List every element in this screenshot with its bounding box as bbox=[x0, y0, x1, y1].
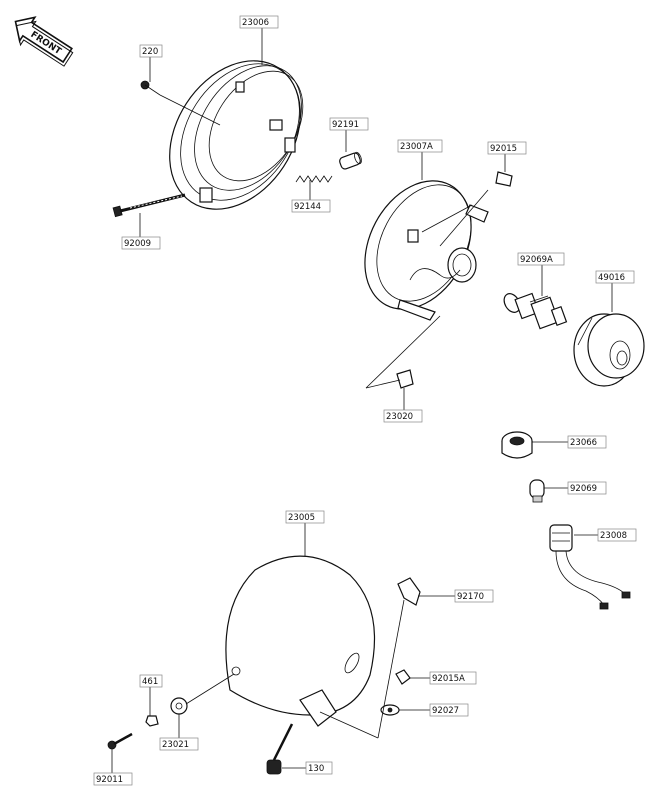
callout-92009[interactable]: 92009 bbox=[121, 236, 161, 250]
callout-92027[interactable]: 92027 bbox=[429, 703, 469, 717]
callout-130[interactable]: 130 bbox=[305, 761, 333, 775]
bracket-92170-drawing bbox=[397, 577, 421, 606]
leader-lines bbox=[111, 26, 613, 773]
collar-92191-drawing bbox=[339, 151, 362, 170]
socket-23008-drawing bbox=[549, 524, 631, 610]
nut-461-drawing bbox=[145, 715, 159, 727]
callout-92191[interactable]: 92191 bbox=[329, 117, 369, 131]
callout-92069[interactable]: 92069 bbox=[567, 481, 607, 495]
callout-92191-text: 92191 bbox=[332, 120, 359, 130]
callout-23005[interactable]: 23005 bbox=[285, 510, 325, 524]
callout-23066-text: 23066 bbox=[570, 438, 597, 448]
grommet-23066-drawing bbox=[501, 431, 533, 459]
bulb-92069A-drawing bbox=[503, 292, 568, 330]
bulb-92069-drawing bbox=[529, 479, 545, 503]
clip-92015-drawing bbox=[495, 171, 513, 187]
callout-23005-text: 23005 bbox=[288, 513, 315, 523]
screw-92009-drawing bbox=[112, 193, 186, 218]
callout-92027-text: 92027 bbox=[432, 706, 459, 716]
callout-92069-text: 92069 bbox=[570, 484, 597, 494]
callout-220[interactable]: 220 bbox=[139, 44, 163, 58]
callout-23008[interactable]: 23008 bbox=[597, 528, 637, 542]
callout-23021[interactable]: 23021 bbox=[159, 737, 199, 751]
clip-23020-drawing bbox=[365, 315, 441, 389]
front-arrow-icon: FRONT bbox=[14, 16, 74, 67]
spring-92144-drawing bbox=[295, 175, 333, 183]
callout-23007A[interactable]: 23007A bbox=[397, 139, 443, 153]
callout-130-text: 130 bbox=[308, 764, 324, 774]
callout-23007A-text: 23007A bbox=[400, 142, 433, 152]
callout-92011-text: 92011 bbox=[96, 775, 123, 785]
callout-92170[interactable]: 92170 bbox=[454, 589, 494, 603]
callout-49016-text: 49016 bbox=[598, 273, 625, 283]
callout-220-text: 220 bbox=[142, 47, 158, 57]
callout-461-text: 461 bbox=[142, 677, 158, 687]
headlight-rim-23006-drawing bbox=[169, 60, 304, 210]
bolt-130-drawing bbox=[266, 723, 294, 775]
screw-92011-drawing bbox=[107, 732, 133, 750]
callout-92170-text: 92170 bbox=[457, 592, 484, 602]
callout-23020-text: 23020 bbox=[386, 412, 413, 422]
callout-92009-text: 92009 bbox=[124, 239, 151, 249]
callout-461[interactable]: 461 bbox=[139, 674, 163, 688]
grommet-23021-drawing bbox=[170, 697, 188, 715]
callout-92069A[interactable]: 92069A bbox=[517, 252, 565, 266]
callout-23020[interactable]: 23020 bbox=[383, 409, 423, 423]
callout-23008-text: 23008 bbox=[600, 531, 627, 541]
callout-92069A-text: 92069A bbox=[520, 255, 553, 265]
callout-92144[interactable]: 92144 bbox=[291, 199, 331, 213]
callout-92015-text: 92015 bbox=[490, 144, 517, 154]
cover-49016-drawing bbox=[573, 313, 645, 387]
callout-49016[interactable]: 49016 bbox=[595, 270, 635, 284]
callout-23006-text: 23006 bbox=[242, 18, 269, 28]
screw-220-drawing bbox=[140, 80, 161, 96]
cowl-23005-drawing bbox=[225, 555, 376, 727]
callout-92144-text: 92144 bbox=[294, 202, 321, 212]
callout-92011[interactable]: 92011 bbox=[93, 772, 133, 786]
callout-23006[interactable]: 23006 bbox=[239, 15, 279, 29]
nut-92015A-drawing bbox=[395, 669, 411, 685]
callout-23066[interactable]: 23066 bbox=[567, 435, 607, 449]
callout-92015A[interactable]: 92015A bbox=[429, 671, 477, 685]
callout-92015A-text: 92015A bbox=[432, 674, 465, 684]
callout-23021-text: 23021 bbox=[162, 740, 189, 750]
headlight-unit-23007A-drawing bbox=[364, 180, 489, 321]
callout-92015[interactable]: 92015 bbox=[487, 141, 527, 155]
